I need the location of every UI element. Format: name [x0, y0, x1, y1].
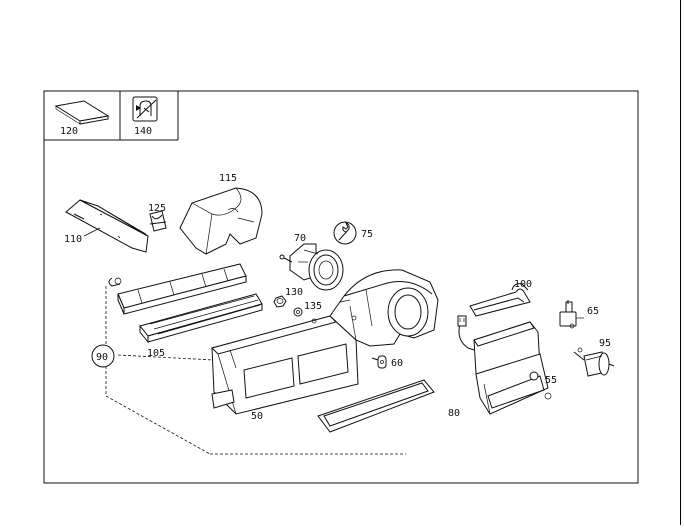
part-60-sensor	[371, 355, 387, 369]
part-100-seal	[469, 283, 531, 317]
callout-90-circle	[91, 344, 115, 368]
part-125-clip	[149, 210, 167, 232]
filter-pad-icon	[54, 100, 110, 125]
callout-125: 125	[148, 203, 166, 214]
part-130-nut	[273, 295, 287, 308]
part-105-filter	[139, 293, 263, 344]
part-gasket-frame	[317, 379, 435, 433]
callout-50: 50	[251, 411, 263, 422]
legend-label-left: 120	[60, 126, 78, 137]
part-135-washer	[293, 307, 303, 317]
part-filter-upper	[117, 263, 247, 315]
window-edge-line	[680, 0, 681, 525]
part-75-tool-symbol	[333, 221, 357, 245]
diagram-frame	[43, 90, 639, 484]
refrigerant-symbol-icon	[132, 96, 158, 122]
part-80-heater-box	[457, 315, 552, 415]
part-115-cover	[179, 187, 263, 255]
legend-label-right: 140	[134, 126, 152, 137]
callout-80: 80	[448, 408, 460, 419]
part-65-switch	[559, 300, 584, 329]
callout-95: 95	[599, 338, 611, 349]
retaining-clip	[108, 277, 122, 287]
callout-115: 115	[219, 173, 237, 184]
part-95-actuator	[573, 347, 615, 377]
callout-55: 55	[545, 375, 557, 386]
callout-100: 100	[514, 279, 532, 290]
callout-60: 60	[391, 358, 403, 369]
callout-130: 130	[285, 287, 303, 298]
callout-105: 105	[147, 348, 165, 359]
callout-90: 90	[96, 352, 108, 363]
part-70-blower-motor	[279, 243, 344, 291]
legend-box: 120 140	[44, 91, 179, 141]
callout-70: 70	[294, 233, 306, 244]
part-50-blower-housing	[211, 269, 439, 415]
callout-135: 135	[304, 301, 322, 312]
callout-75: 75	[361, 229, 373, 240]
part-110-bracket	[65, 199, 149, 253]
callout-65: 65	[587, 306, 599, 317]
callout-110: 110	[64, 234, 82, 245]
